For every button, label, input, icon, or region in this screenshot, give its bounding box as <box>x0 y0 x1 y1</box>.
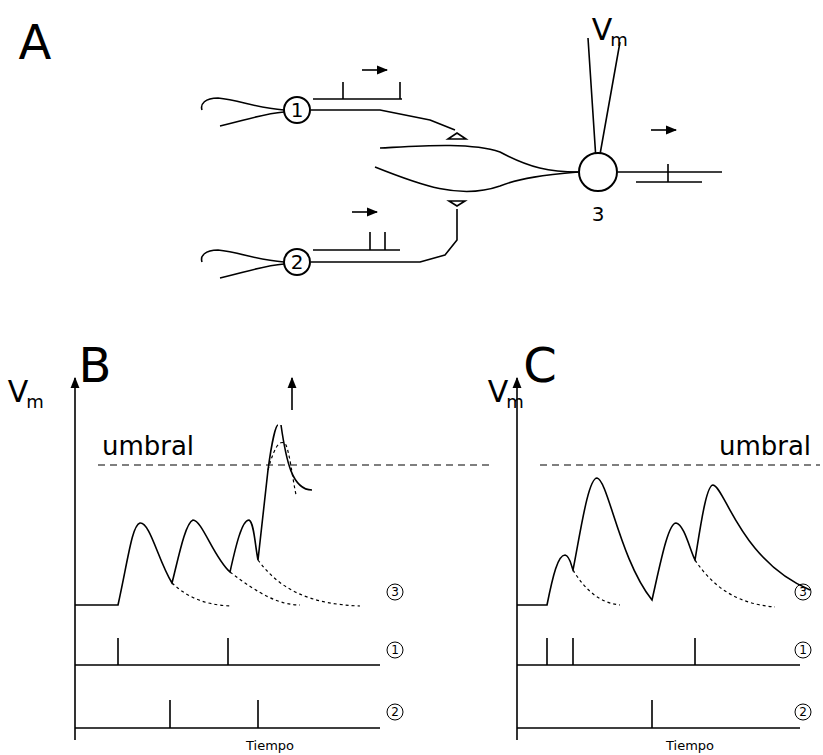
dendrite <box>375 167 578 192</box>
dendrite <box>220 112 284 126</box>
axon <box>618 171 722 173</box>
dendrite <box>202 250 284 262</box>
membrane-trace <box>517 478 810 605</box>
callout-number: 1 <box>799 644 807 656</box>
callout-number: 2 <box>799 706 807 718</box>
callout-circle <box>795 584 811 600</box>
axis-label: m <box>610 31 628 49</box>
threshold-line <box>540 464 820 465</box>
threshold-label: umbral <box>719 433 811 459</box>
dendrite <box>380 146 578 173</box>
callout-number: 1 <box>391 644 399 656</box>
synapse <box>449 201 465 206</box>
callout-number: 3 <box>391 586 399 598</box>
direction-arrow <box>362 69 387 71</box>
axis <box>75 665 380 728</box>
electrode <box>588 38 620 160</box>
direction-arrow <box>352 211 377 213</box>
axis <box>516 378 518 740</box>
neuron-number: 2 <box>291 252 304 272</box>
callout-number: 3 <box>799 586 807 598</box>
axis-label: V <box>488 377 509 407</box>
callout-circle <box>387 642 403 658</box>
axis <box>517 665 800 728</box>
spike-arrow <box>291 378 293 410</box>
spike-tick <box>118 638 258 728</box>
callout-circle <box>795 642 811 658</box>
neuron-number: 3 <box>592 204 605 224</box>
spike-tick <box>547 638 695 728</box>
decay-trace <box>172 443 360 606</box>
neuron-circle: 3 <box>578 152 618 192</box>
dendrite <box>202 98 284 110</box>
panel-letter: A <box>19 18 52 66</box>
callout-circle <box>795 704 811 720</box>
axis-title: Tiempo <box>246 739 294 752</box>
synapse <box>448 133 466 139</box>
threshold-line <box>98 464 490 465</box>
callout-number: 2 <box>391 706 399 718</box>
axis-label: V <box>8 377 29 407</box>
callout-circle <box>387 584 403 600</box>
neuron-circle: 2 <box>283 248 311 276</box>
axis-label: V <box>592 15 613 45</box>
membrane-trace <box>75 425 312 605</box>
threshold-label: umbral <box>102 433 194 459</box>
panel-letter: B <box>79 341 112 389</box>
callout-circle <box>387 704 403 720</box>
decay-trace <box>573 560 775 607</box>
neuron-circle: 1 <box>283 96 311 124</box>
neuron-number: 1 <box>291 100 304 120</box>
direction-arrow <box>651 129 676 131</box>
axis <box>74 378 76 740</box>
axis-title: Tiempo <box>666 739 714 752</box>
spike-train <box>313 232 400 250</box>
panel-letter: C <box>523 341 557 389</box>
axis-label: m <box>506 393 524 411</box>
axon <box>311 209 457 262</box>
spike-train <box>313 82 402 99</box>
dendrite <box>220 264 284 278</box>
axis-label: m <box>26 393 44 411</box>
axon <box>311 110 455 130</box>
spike-train <box>636 164 702 182</box>
